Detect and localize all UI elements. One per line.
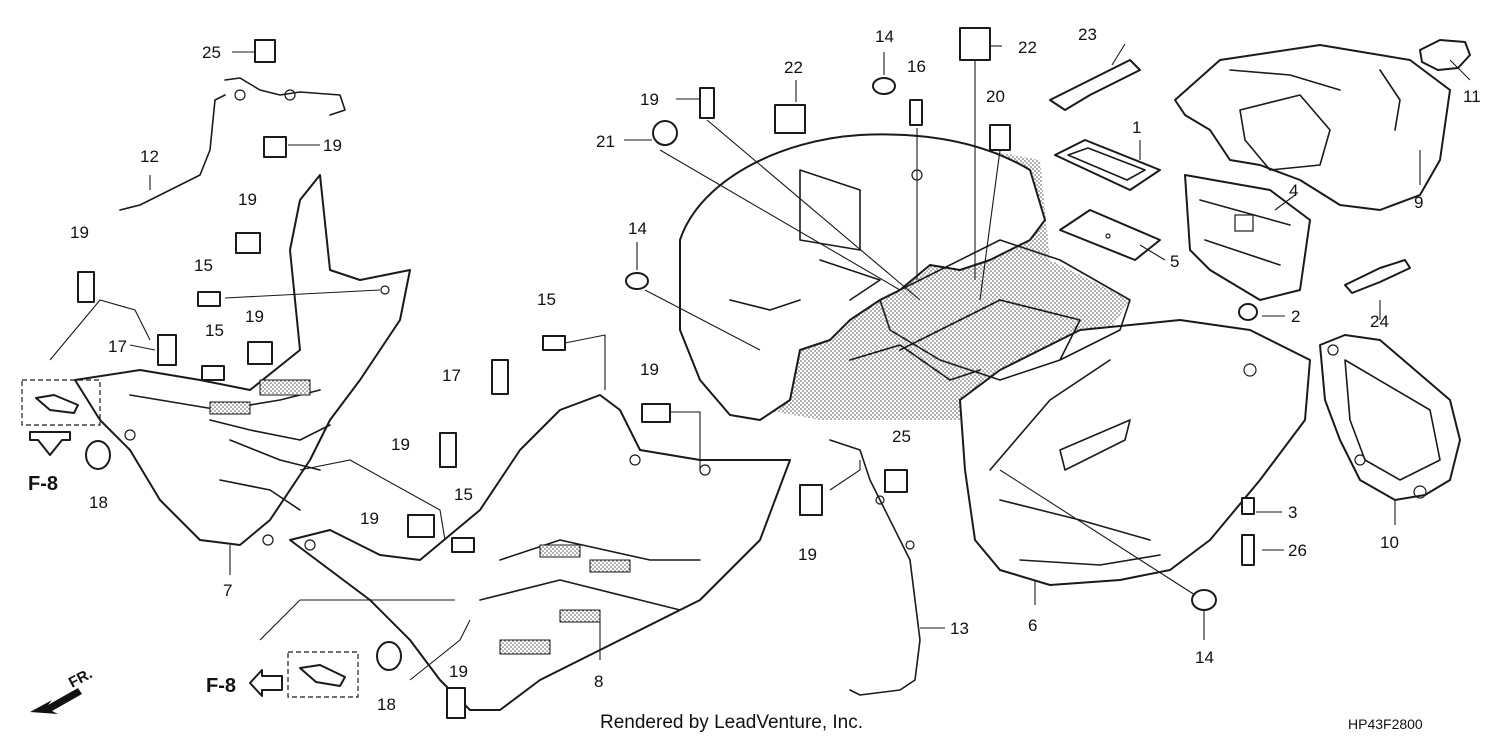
- part-number-labels: 1 2 3 4 5 6 7 8 9 10 11 12 13 14 14 14 1…: [28, 25, 1481, 714]
- label-19f: 19: [640, 360, 659, 379]
- front-direction-label: FR.: [66, 665, 95, 691]
- bolt-part-16: [909, 99, 923, 126]
- label-25b: 25: [892, 427, 911, 446]
- front-direction-arrow: [30, 688, 82, 714]
- label-19d: 19: [70, 223, 89, 242]
- fastener-parts: [77, 27, 1258, 719]
- label-19c: 19: [238, 190, 257, 209]
- label-19g: 19: [391, 435, 410, 454]
- housing-part-10: [1319, 334, 1461, 501]
- bolt-part-26: [1241, 534, 1255, 566]
- label-19b: 19: [323, 136, 342, 155]
- label-23: 23: [1078, 25, 1097, 44]
- rivet-part-19: [77, 87, 823, 719]
- label-18b: 18: [377, 695, 396, 714]
- label-19j: 19: [449, 662, 468, 681]
- bolt-part-25: [254, 39, 908, 493]
- pad-part-5: [1059, 209, 1161, 261]
- label-6: 6: [1028, 616, 1037, 635]
- label-3: 3: [1288, 503, 1297, 522]
- screw-part-15: [197, 291, 566, 553]
- diagram-code: HP43F2800: [1348, 716, 1423, 732]
- right-footwell-part-8: [289, 394, 791, 711]
- label-2: 2: [1291, 307, 1300, 326]
- label-8: 8: [594, 672, 603, 691]
- label-5: 5: [1170, 252, 1179, 271]
- label-21: 21: [596, 132, 615, 151]
- label-9: 9: [1414, 193, 1423, 212]
- left-footwell-part-7: [74, 174, 411, 546]
- label-19i: 19: [798, 545, 817, 564]
- nut-part-2: [1238, 303, 1258, 321]
- label-17a: 17: [108, 337, 127, 356]
- bolt-part-3: [1241, 497, 1255, 515]
- label-15a: 15: [194, 256, 213, 275]
- label-19e: 19: [245, 307, 264, 326]
- clip-part-18: [85, 440, 402, 671]
- label-17b: 17: [442, 366, 461, 385]
- label-20: 20: [986, 87, 1005, 106]
- seal-part-1: [1054, 139, 1161, 191]
- rod-part-12: [119, 77, 346, 211]
- f8-reference-right: [249, 651, 359, 698]
- f8-callout-right: F-8: [206, 675, 236, 697]
- top-cover-part-9: [1174, 44, 1451, 211]
- label-15c: 15: [537, 290, 556, 309]
- label-16: 16: [907, 57, 926, 76]
- bushing-part-21: [652, 120, 678, 146]
- label-14a: 14: [875, 27, 894, 46]
- label-13: 13: [950, 619, 969, 638]
- label-4: 4: [1289, 181, 1298, 200]
- label-15b: 15: [205, 321, 224, 340]
- label-22b: 22: [784, 58, 803, 77]
- label-1: 1: [1132, 118, 1141, 137]
- bracket-plate-part-4: [1184, 174, 1311, 301]
- rod-part-13: [829, 439, 921, 696]
- clip-part-20: [989, 124, 1011, 151]
- strap-part-24: [1344, 259, 1411, 294]
- f8-callout-left: F-8: [28, 473, 58, 495]
- label-7: 7: [223, 581, 232, 600]
- label-24: 24: [1370, 312, 1389, 331]
- label-18a: 18: [89, 493, 108, 512]
- label-22a: 22: [1018, 38, 1037, 57]
- label-19h: 19: [360, 509, 379, 528]
- rear-fender-part-6: [679, 133, 1311, 586]
- leader-lines: [49, 43, 1471, 681]
- strap-part-23: [1049, 59, 1141, 111]
- label-10: 10: [1380, 533, 1399, 552]
- clip-part-11: [1419, 39, 1471, 71]
- label-12: 12: [140, 147, 159, 166]
- label-19a: 19: [640, 90, 659, 109]
- label-14b: 14: [628, 219, 647, 238]
- label-26: 26: [1288, 541, 1307, 560]
- label-11: 11: [1463, 87, 1481, 106]
- credit-text: Rendered by LeadVenture, Inc.: [600, 712, 864, 733]
- label-15d: 15: [454, 485, 473, 504]
- bolt-part-17: [157, 334, 509, 395]
- f8-reference-left: [21, 379, 101, 456]
- label-14c: 14: [1195, 648, 1214, 667]
- label-25a: 25: [202, 43, 221, 62]
